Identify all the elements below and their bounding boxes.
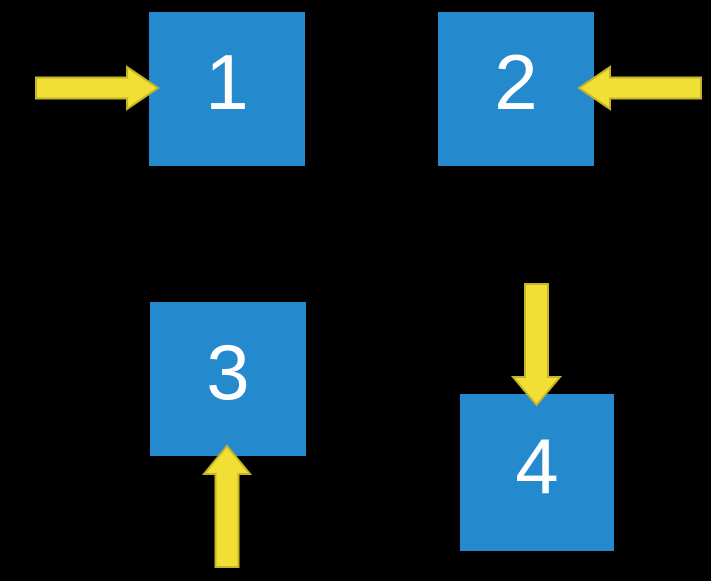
square-1-label: 1 xyxy=(205,38,249,126)
square-4: 4 xyxy=(460,394,614,551)
square-3-label: 3 xyxy=(206,328,250,416)
square-1: 1 xyxy=(149,12,305,166)
square-4-label: 4 xyxy=(515,421,559,510)
arrow-left-icon xyxy=(577,65,702,111)
arrow-right-icon xyxy=(35,65,160,111)
square-3: 3 xyxy=(150,302,306,456)
square-2-label: 2 xyxy=(494,38,538,126)
square-2: 2 xyxy=(438,12,594,166)
arrow-up-icon xyxy=(202,444,252,568)
arrow-down-icon xyxy=(511,283,562,407)
